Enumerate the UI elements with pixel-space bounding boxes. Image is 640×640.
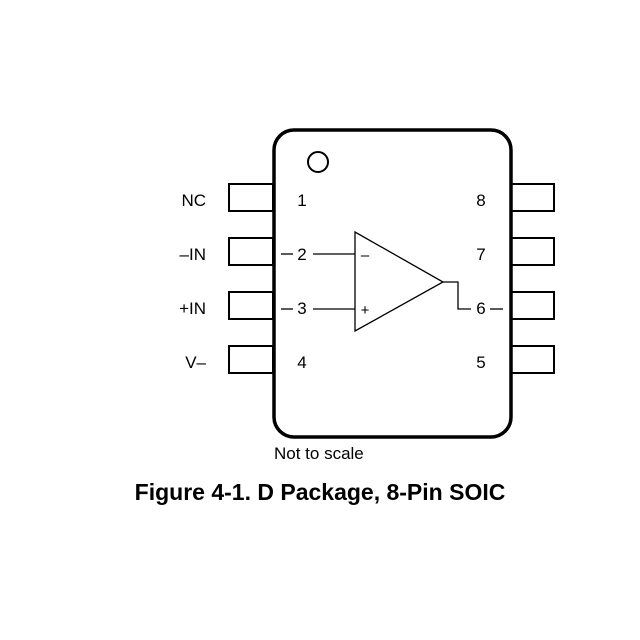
pin-8-number: 8 [476,191,485,210]
pin-2-label: –IN [180,245,206,264]
opamp-inverting-sign: – [361,247,370,264]
opamp-noninverting-sign: + [361,302,370,319]
pin-7-lead [510,237,555,266]
pin-3-label: +IN [179,299,206,318]
pin-8-lead [510,183,555,212]
opamp-triangle-icon [354,230,445,333]
pin-3-lead [228,291,274,320]
pin-6-lead [510,291,555,320]
figure-caption: Figure 4-1. D Package, 8-Pin SOIC [135,479,506,505]
not-to-scale-note: Not to scale [274,444,364,463]
pin-2-lead [228,237,274,266]
opamp-wiring [281,253,503,310]
pin-3-number: 3 [297,299,306,318]
package-body [272,128,513,439]
pin-5-number: 5 [476,353,485,372]
pin-1-lead [228,183,274,212]
pin-4-label: V– [185,353,206,372]
pin-4-number: 4 [297,353,306,372]
pin-1-label: NC [181,191,206,210]
pin-1-number: 1 [297,191,306,210]
pin1-marker-icon [307,151,329,173]
pin-4-lead [228,345,274,374]
pin-6-number: 6 [476,299,485,318]
pin-7-number: 7 [476,245,485,264]
pin-5-lead [510,345,555,374]
pin-2-number: 2 [297,245,306,264]
